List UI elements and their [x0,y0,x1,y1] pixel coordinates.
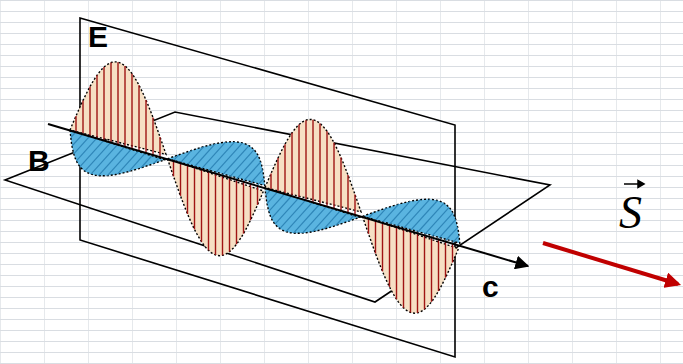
e-field-lobe [265,119,361,211]
b-field-stripe [74,136,90,154]
b-field-stripe [174,155,179,161]
vector-arrow-symbol [624,181,644,188]
b-field-stripe [195,144,216,167]
e-field-vector [452,243,453,263]
e-field-vector [382,222,383,271]
e-field-vector [403,228,404,307]
e-field-vector [243,181,244,233]
e-field-vector [284,144,285,193]
e-field-vector [424,235,425,310]
horizontal-plane [5,112,550,302]
e-field-vector [208,171,209,250]
b-field-stripe [129,152,146,171]
b-field-stripe [324,210,341,229]
e-field-vector [389,224,390,287]
poynting-arrow [543,243,678,284]
b-field-stripe [390,201,411,224]
e-field-vector [257,185,258,205]
b-field-stripe [439,220,456,239]
e-field-vector [82,101,83,134]
e-field-vector [187,165,188,214]
wave-planes [5,18,550,357]
e-field-vector [138,85,139,150]
b-field-stripe [453,236,460,243]
propagation-axis [48,124,528,266]
e-field-vector [250,183,251,220]
speed-label: c [482,272,499,302]
b-field-stripe [258,178,265,185]
e-field-vector [229,177,230,252]
e-field-vector [312,120,313,202]
e-field-vector [333,143,334,208]
b-field-stripe [376,208,387,220]
e-field-vector [180,163,181,196]
e-field-vector [431,237,432,302]
e-field-vector [354,195,355,215]
b-field-stripe [181,150,192,162]
e-field-vector [368,218,369,234]
b-field-stripe [432,213,454,237]
e-field-vector [236,179,237,244]
e-field-vector [222,175,223,255]
b-field-stripe [369,212,374,218]
b-field-stripe [271,195,292,218]
e-field-vector [117,62,118,144]
b-field-stripe [269,193,285,211]
e-field-vector [124,66,125,146]
e-field-vector [396,226,397,299]
e-field-vector [326,131,327,206]
b-field-stripe [237,155,259,179]
e-field-label: E [88,22,108,52]
e-field-vector [277,158,278,191]
e-field-vector [110,63,111,142]
e-field-vector [417,233,418,313]
e-field-vector [152,118,153,155]
e-field-vector [347,175,348,212]
e-field-vector [438,239,439,291]
e-field-lobe [70,62,166,154]
e-field-vector [319,123,320,203]
e-field-vector [410,230,411,312]
e-field-vector [96,75,97,138]
e-field-vector [159,137,160,157]
e-field-vector [445,241,446,278]
e-field-vector [194,167,195,230]
vertical-plane [80,18,455,357]
e-field-vector [201,169,202,242]
b-field-stripe [313,208,335,232]
b-field-stripe [118,150,140,174]
e-field-vector [291,133,292,196]
e-field-vector [215,173,216,255]
e-field-vector [173,161,174,177]
b-field-stripe [267,191,278,203]
e-field-vector [103,67,104,140]
b-field-label: B [28,146,50,176]
e-field-vector [145,100,146,152]
b-field-stripe [244,162,261,181]
e-field-vector [305,120,306,199]
b-field-stripe [336,212,348,225]
e-field-vector [340,158,341,210]
e-field-vector [375,220,376,253]
b-field-stripe [141,154,153,168]
b-field-stripe [72,134,83,146]
e-field-vector [75,116,76,132]
e-field-vector [270,174,271,190]
b-field-stripe [188,147,204,165]
poynting-vector-label: S [619,190,642,236]
b-field-stripe [383,204,399,222]
b-field-stripe [76,138,97,161]
e-field-vector [89,87,90,136]
e-field-vector [298,125,299,198]
e-field-vector [131,74,132,149]
